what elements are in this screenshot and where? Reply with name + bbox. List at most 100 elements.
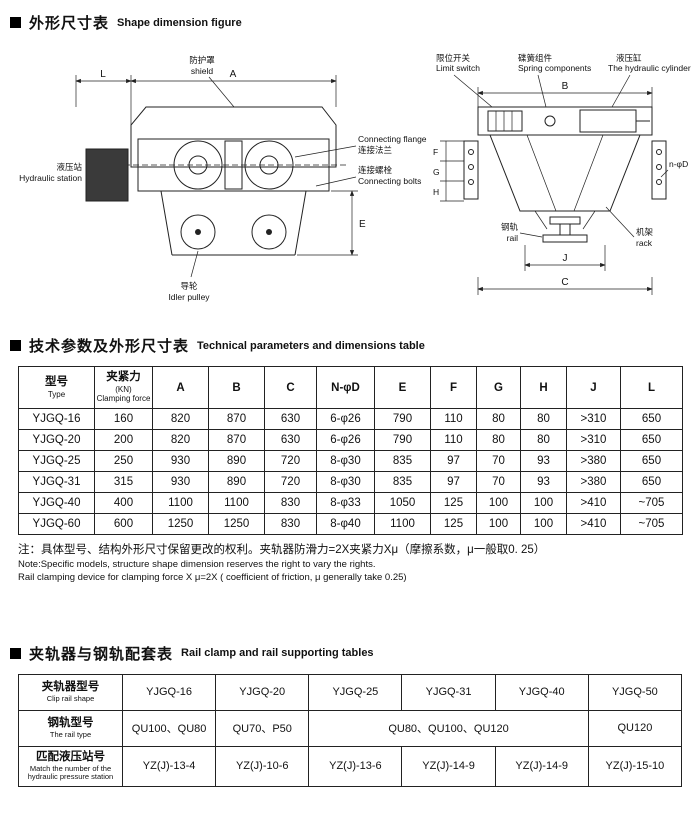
hydraulic-cylinder-callout: 液压缸 The hydraulic cylinder <box>608 53 691 108</box>
value-cell: 6-φ26 <box>316 408 375 430</box>
column-header: F <box>430 366 477 409</box>
value-cell: QU120 <box>587 709 683 747</box>
value-cell: 8-φ33 <box>316 492 375 514</box>
dimension-J: J <box>524 245 606 271</box>
section-title-en: Technical parameters and dimensions tabl… <box>197 339 425 352</box>
rack-callout: 机架 rack <box>605 206 654 248</box>
value-cell: 1250 <box>208 513 265 535</box>
rail-label-en: rail <box>507 233 518 243</box>
section-technical-parameters-header: 技术参数及外形尺寸表 Technical parameters and dime… <box>10 335 690 356</box>
shape-dimension-figures: 防护罩 shield L A 液压站 Hydrau <box>0 33 700 323</box>
value-cell: YZ(J)-13-4 <box>121 745 217 787</box>
rack-label-zh: 机架 <box>636 227 654 237</box>
value-cell: 80 <box>520 429 567 451</box>
dim-label-L: L <box>100 69 106 80</box>
dimension-B: B <box>477 81 653 107</box>
value-cell: YJGQ-40 <box>494 673 589 711</box>
hydraulic-cylinder-label-zh: 液压缸 <box>616 53 642 63</box>
value-cell: 1100 <box>152 492 209 514</box>
dim-label-J: J <box>563 253 568 264</box>
type-header-zh: 型号 <box>45 376 68 388</box>
value-cell: YZ(J)-13-6 <box>308 745 403 787</box>
value-cell: 930 <box>152 471 209 493</box>
value-cell: 835 <box>374 471 431 493</box>
column-header: E <box>374 366 431 409</box>
model-cell: YJGQ-31 <box>18 471 95 493</box>
connecting-bolts-label-en: Connecting bolts <box>358 176 421 186</box>
value-cell: >310 <box>566 408 621 430</box>
section-title-en: Rail clamp and rail supporting tables <box>181 647 374 660</box>
value-cell: 790 <box>374 429 431 451</box>
dim-label-G: G <box>433 167 440 177</box>
value-cell: 70 <box>476 471 521 493</box>
value-cell: 8-φ40 <box>316 513 375 535</box>
limit-switch-label-en: Limit switch <box>436 63 480 73</box>
side-view-drawing: 限位开关 Limit switch 碟簧组件 Spring components… <box>433 53 691 295</box>
value-cell: 600 <box>94 513 153 535</box>
value-cell: 650 <box>620 450 683 472</box>
hydraulic-station-label-en: Hydraulic station <box>19 173 82 183</box>
rail-section <box>534 210 596 243</box>
value-cell: 100 <box>520 492 567 514</box>
value-cell: 110 <box>430 408 477 430</box>
model-cell: YJGQ-25 <box>18 450 95 472</box>
value-cell: YZ(J)-10-6 <box>215 745 310 787</box>
value-cell: 93 <box>520 471 567 493</box>
shield-label-en: shield <box>191 66 213 76</box>
dimensions-FGH: F G H <box>433 140 464 202</box>
value-cell: 650 <box>620 408 683 430</box>
value-cell: >310 <box>566 429 621 451</box>
value-cell: 720 <box>264 450 317 472</box>
value-cell: 110 <box>430 429 477 451</box>
dim-label-nD: n-φD <box>669 159 688 169</box>
value-cell: 1100 <box>208 492 265 514</box>
column-header: J <box>566 366 621 409</box>
hydraulic-cylinder-label-en: The hydraulic cylinder <box>608 63 691 73</box>
model-cell: YJGQ-16 <box>18 408 95 430</box>
value-cell: QU80、QU100、QU120 <box>308 709 589 747</box>
idler-pulley-callout: 导轮 Idler pulley <box>168 250 210 302</box>
connecting-flange-callout: Connecting flange 连接法兰 <box>294 134 427 158</box>
idler-pulley-label-zh: 导轮 <box>180 281 198 291</box>
section-title-zh: 夹轨器与钢轨配套表 <box>29 645 174 663</box>
row-label-zh: 钢轨型号 <box>47 717 94 730</box>
value-cell: 80 <box>476 429 521 451</box>
value-cell: 630 <box>264 429 317 451</box>
value-cell: YZ(J)-14-9 <box>401 745 496 787</box>
bolt-holes-callout: n-φD <box>660 159 688 178</box>
connecting-flange-label-zh: 连接法兰 <box>358 145 392 155</box>
shield-label-zh: 防护罩 <box>189 55 215 65</box>
row-label-zh: 夹轨器型号 <box>41 681 100 694</box>
value-cell: >410 <box>566 513 621 535</box>
value-cell: 100 <box>520 513 567 535</box>
clamp-header-unit: (KN) <box>115 385 132 395</box>
value-cell: 870 <box>208 429 265 451</box>
column-header: B <box>208 366 265 409</box>
model-cell: YJGQ-40 <box>18 492 95 514</box>
column-header-clamping-force: 夹紧力 (KN) Clamping force <box>94 366 153 409</box>
value-cell: 80 <box>476 408 521 430</box>
value-cell: 1050 <box>374 492 431 514</box>
value-cell: 650 <box>620 471 683 493</box>
hydraulic-station-label-zh: 液压站 <box>56 162 82 172</box>
clamp-header-zh: 夹紧力 <box>106 371 141 384</box>
connecting-flange-label-en: Connecting flange <box>358 134 427 144</box>
value-cell: 70 <box>476 450 521 472</box>
value-cell: YJGQ-20 <box>215 673 310 711</box>
section-shape-dimension-header: 外形尺寸表 Shape dimension figure <box>10 12 690 33</box>
rack-label-en: rack <box>636 238 653 248</box>
value-cell: 870 <box>208 408 265 430</box>
limit-switch-callout: 限位开关 Limit switch <box>436 53 493 108</box>
row-label-en: The rail type <box>49 729 92 739</box>
value-cell: QU70、P50 <box>215 709 310 747</box>
column-header: G <box>476 366 521 409</box>
value-cell: YJGQ-31 <box>401 673 496 711</box>
